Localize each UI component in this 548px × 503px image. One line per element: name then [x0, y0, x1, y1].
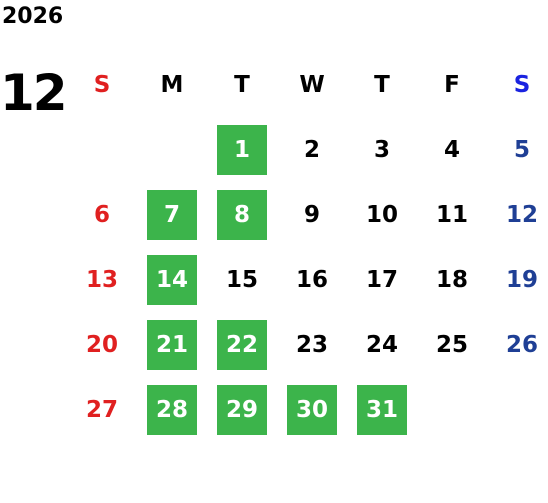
calendar-day[interactable]: 12: [505, 202, 538, 228]
calendar-day[interactable]: 5: [513, 137, 530, 163]
calendar-day-highlighted[interactable]: 30: [287, 385, 337, 435]
calendar-day[interactable]: 26: [505, 332, 538, 358]
calendar-day[interactable]: 27: [85, 397, 118, 423]
calendar-day[interactable]: 4: [443, 137, 460, 163]
calendar-day[interactable]: 9: [303, 202, 320, 228]
calendar-day[interactable]: 18: [435, 267, 468, 293]
calendar-day-highlighted[interactable]: 29: [217, 385, 267, 435]
calendar-day[interactable]: 10: [365, 202, 398, 228]
calendar-day[interactable]: 3: [373, 137, 390, 163]
calendar-day[interactable]: 6: [93, 202, 110, 228]
calendar-day[interactable]: 16: [295, 267, 328, 293]
calendar-day-highlighted[interactable]: 28: [147, 385, 197, 435]
weekday-header: W: [299, 72, 325, 98]
calendar-day[interactable]: 17: [365, 267, 398, 293]
calendar-day[interactable]: 2: [303, 137, 320, 163]
calendar-day[interactable]: 25: [435, 332, 468, 358]
calendar-day[interactable]: 24: [365, 332, 398, 358]
weekday-header: T: [374, 72, 390, 98]
weekday-header: S: [513, 72, 531, 98]
calendar-day-highlighted[interactable]: 7: [147, 190, 197, 240]
calendar-day[interactable]: 23: [295, 332, 328, 358]
calendar-day-highlighted[interactable]: 22: [217, 320, 267, 370]
calendar-day[interactable]: 11: [435, 202, 468, 228]
calendar-day-highlighted[interactable]: 1: [217, 125, 267, 175]
month-label: 12: [0, 64, 68, 122]
weekday-header: S: [93, 72, 111, 98]
calendar-day[interactable]: 20: [85, 332, 118, 358]
calendar-day-highlighted[interactable]: 8: [217, 190, 267, 240]
weekday-header: T: [234, 72, 250, 98]
calendar-day[interactable]: 13: [85, 267, 118, 293]
calendar-day[interactable]: 19: [505, 267, 538, 293]
weekday-header: F: [444, 72, 460, 98]
weekday-header: M: [160, 72, 184, 98]
calendar-day-highlighted[interactable]: 14: [147, 255, 197, 305]
calendar-day-highlighted[interactable]: 21: [147, 320, 197, 370]
calendar-day-highlighted[interactable]: 31: [357, 385, 407, 435]
year-label: 2026: [2, 4, 64, 29]
calendar-day[interactable]: 15: [225, 267, 258, 293]
